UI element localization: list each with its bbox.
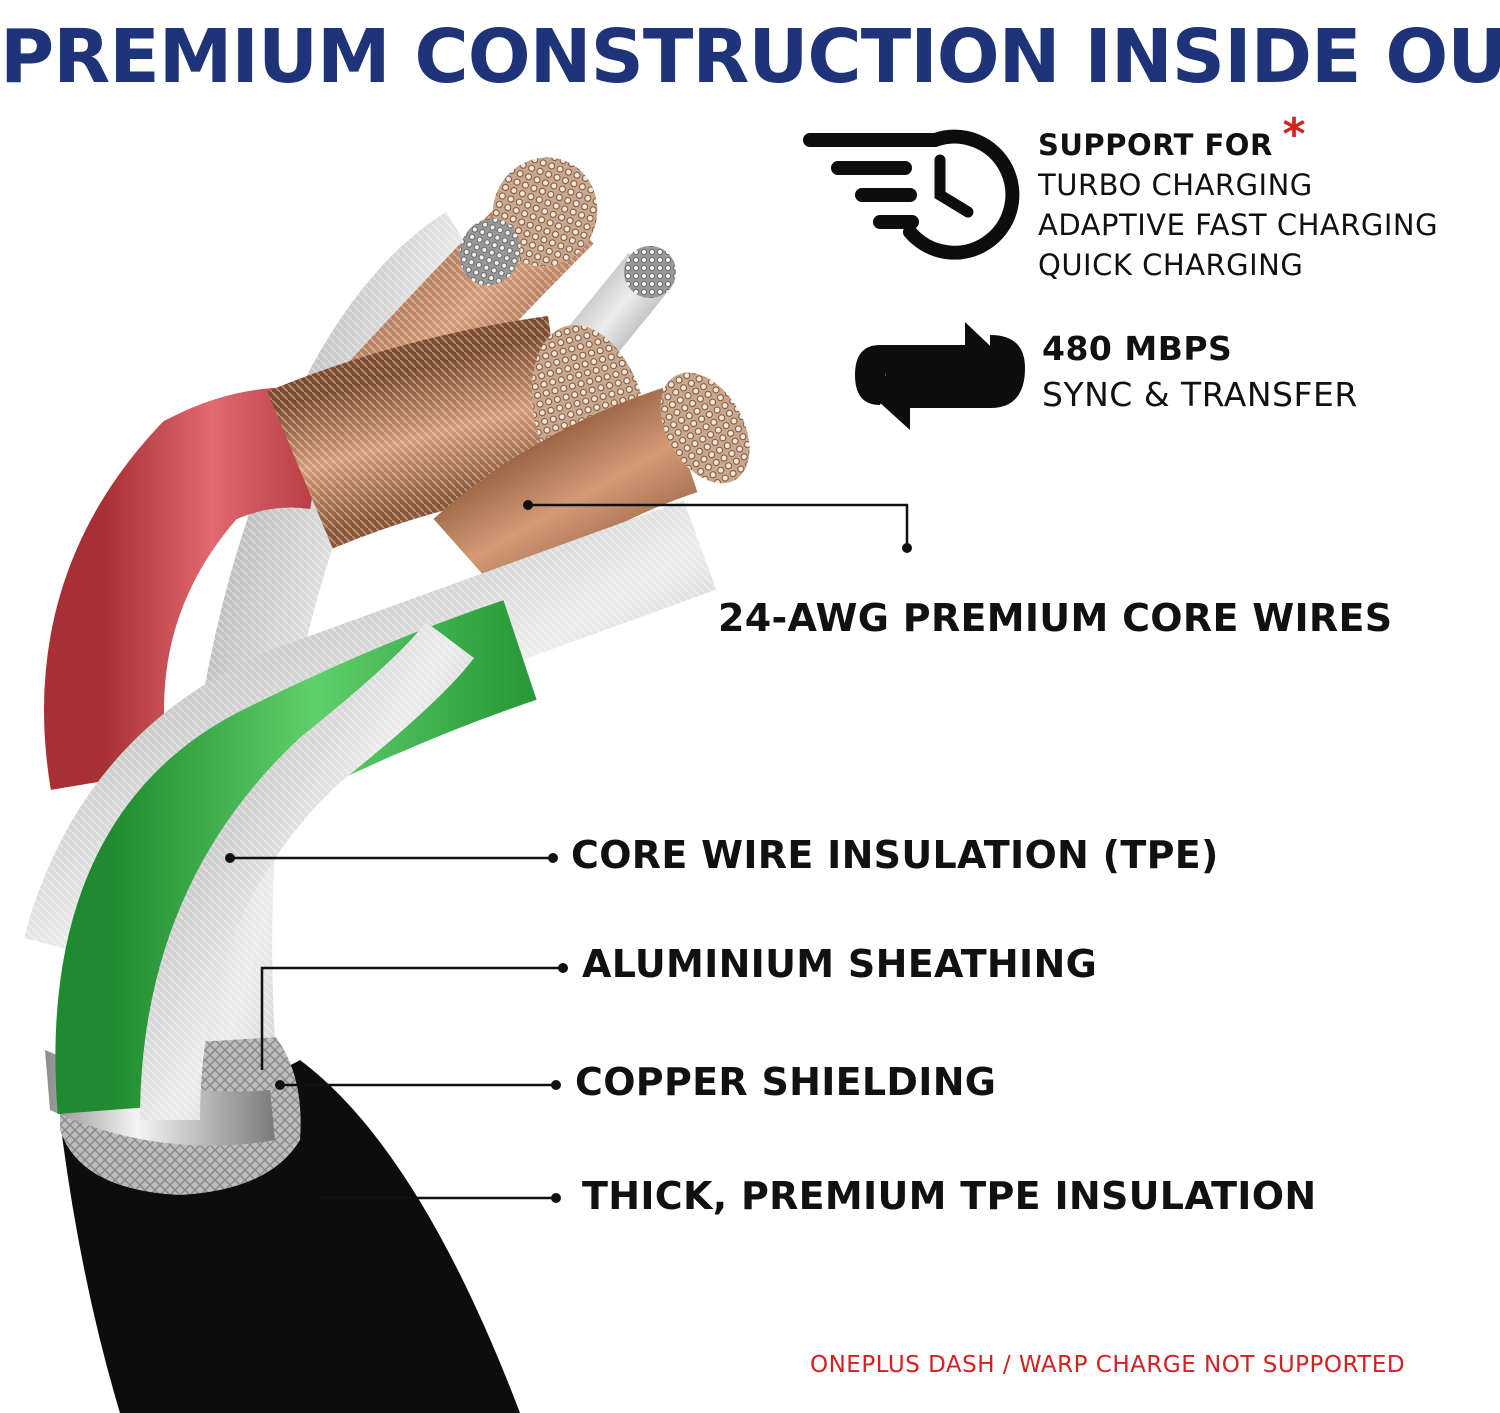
charging-support-block: SUPPORT FOR * TURBO CHARGING ADAPTIVE FA… (1038, 113, 1439, 285)
callout-copper: COPPER SHIELDING (575, 1060, 997, 1104)
charging-item-turbo: TURBO CHARGING (1038, 168, 1313, 202)
callout-aluminium: ALUMINIUM SHEATHING (582, 942, 1098, 986)
fast-charge-clock-icon (803, 129, 1020, 260)
sync-block: 480 MBPS SYNC & TRANSFER (1042, 326, 1358, 418)
charging-item-adaptive: ADAPTIVE FAST CHARGING (1038, 208, 1439, 242)
asterisk: * (1282, 109, 1307, 160)
callout-insulation: CORE WIRE INSULATION (TPE) (571, 833, 1219, 877)
charging-item-quick: QUICK CHARGING (1038, 248, 1304, 282)
sync-label: SYNC & TRANSFER (1042, 375, 1358, 414)
leader-aluminium (260, 966, 563, 1070)
page-title: PREMIUM CONSTRUCTION INSIDE OUT (0, 14, 1500, 100)
callout-outer: THICK, PREMIUM TPE INSULATION (582, 1174, 1317, 1218)
sync-speed: 480 MBPS (1042, 329, 1233, 368)
disclaimer: ONEPLUS DASH / WARP CHARGE NOT SUPPORTED (810, 1352, 1406, 1378)
leader-core-wires (528, 503, 909, 548)
charging-heading: SUPPORT FOR (1038, 128, 1273, 162)
sync-arrows-icon (855, 322, 1025, 430)
callout-core-wires: 24-AWG PREMIUM CORE WIRES (718, 596, 1393, 640)
